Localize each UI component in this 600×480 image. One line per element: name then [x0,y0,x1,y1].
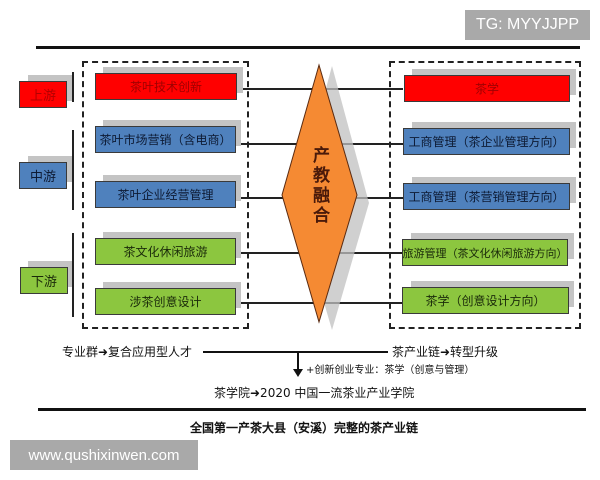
upstream-bracket [72,72,74,102]
education-item-business-enterprise: 工商管理（茶企业管理方向） [403,128,570,155]
down-arrow-icon [293,369,303,377]
industry-item-tech-innovation: 茶叶技术创新 [95,73,237,100]
bottom-flow-line [203,351,388,353]
bottom-divider [38,408,586,411]
down-arrow-shaft [297,351,299,371]
footer-title: 全国第一产茶大县（安溪）完整的茶产业链 [190,421,419,435]
right-outcome-text: 茶产业链➜转型升级 [392,345,499,359]
left-outcome-text: 专业群➜复合应用型人才 [62,345,193,359]
downstream-label: 下游 [20,267,68,294]
integration-label: 产教融合 [309,146,329,226]
integration-diamond [281,63,369,330]
midstream-label: 中游 [19,162,67,189]
top-divider [36,46,580,49]
industry-item-culture-tourism: 茶文化休闲旅游 [95,238,236,265]
industry-item-enterprise-management: 茶叶企业经营管理 [95,181,236,208]
branch-note: +创新创业专业：茶学（创意与管理） [306,365,475,376]
education-item-tea-science: 茶学 [404,75,570,102]
education-item-tourism-management: 旅游管理（茶文化休闲旅游方向） [402,239,568,266]
industry-item-creative-design: 涉茶创意设计 [95,288,236,315]
watermark-top-right: TG: MYYJJPP [465,10,590,40]
education-item-tea-creative: 茶学（创意设计方向） [402,287,569,314]
industry-item-marketing: 茶叶市场营销（含电商） [95,126,236,153]
industry-group [82,61,249,329]
result-text: 茶学院➜2020 中国一流茶业产业学院 [214,386,415,400]
watermark-bottom-left: www.qushixinwen.com [10,440,198,470]
midstream-bracket [72,130,74,210]
education-group [389,61,581,329]
downstream-bracket [72,233,74,317]
upstream-label: 上游 [19,81,67,108]
education-item-business-marketing: 工商管理（茶营销管理方向） [403,183,570,210]
